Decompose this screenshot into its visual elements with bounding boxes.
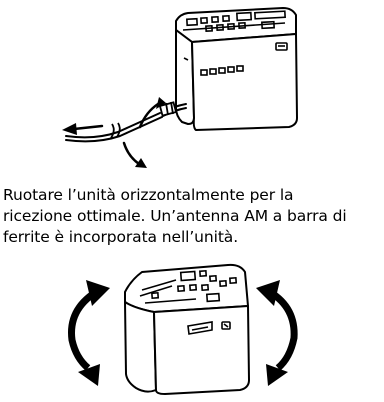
instruction-text: Ruotare l’unità orizzontalmente per la r…: [3, 185, 383, 248]
radio-cube-with-cable-icon: [62, 7, 298, 168]
instruction-line-2: ricezione ottimale. Un’antenna AM a barr…: [3, 207, 347, 225]
instruction-line-3: ferrite è incorporata nell’unità.: [3, 228, 239, 246]
unit-cable-illustration: [0, 0, 384, 180]
unit-rotation-illustration: [0, 250, 384, 402]
instruction-line-1: Ruotare l’unità orizzontalmente per la: [3, 186, 294, 204]
radio-cube-rotation-icon: [68, 263, 298, 395]
